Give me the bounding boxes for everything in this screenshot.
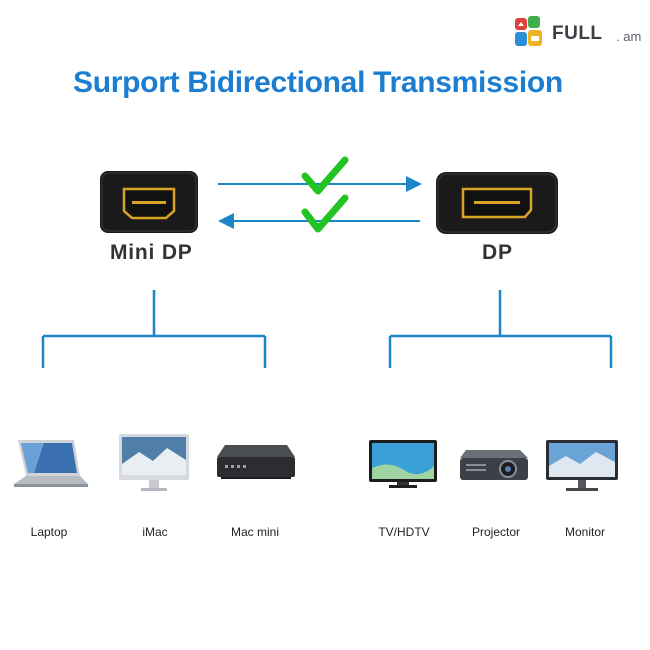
device-label-tv: TV/HDTV: [378, 525, 430, 539]
device-label-projector: Projector: [471, 525, 521, 539]
dp-connector-icon: [436, 172, 558, 234]
mini-dp-connector-icon: [100, 171, 198, 233]
house-car-icon: [515, 16, 542, 46]
page-title: Surport Bidirectional Transmission: [73, 66, 563, 99]
monitor-icon: [546, 440, 618, 491]
projector-icon: [460, 450, 528, 480]
dp-label: DP: [482, 241, 513, 264]
checkmark-icon: [301, 194, 349, 233]
device-label-laptop: Laptop: [30, 525, 68, 539]
laptop-icon: [14, 440, 88, 487]
logo-name: FULL: [552, 23, 603, 44]
logo-suffix: . am: [616, 29, 642, 44]
device-label-mac-mini: Mac mini: [230, 525, 279, 539]
checkmark-icon: [301, 156, 349, 195]
imac-icon: [119, 434, 189, 491]
device-label-monitor: Monitor: [564, 525, 605, 539]
mac-mini-icon: [217, 445, 295, 479]
full-am-logo: FULL . am: [512, 14, 644, 54]
device-label-imac: iMac: [142, 525, 168, 539]
tv-icon: [369, 440, 437, 488]
mini-dp-label: Mini DP: [110, 241, 193, 264]
